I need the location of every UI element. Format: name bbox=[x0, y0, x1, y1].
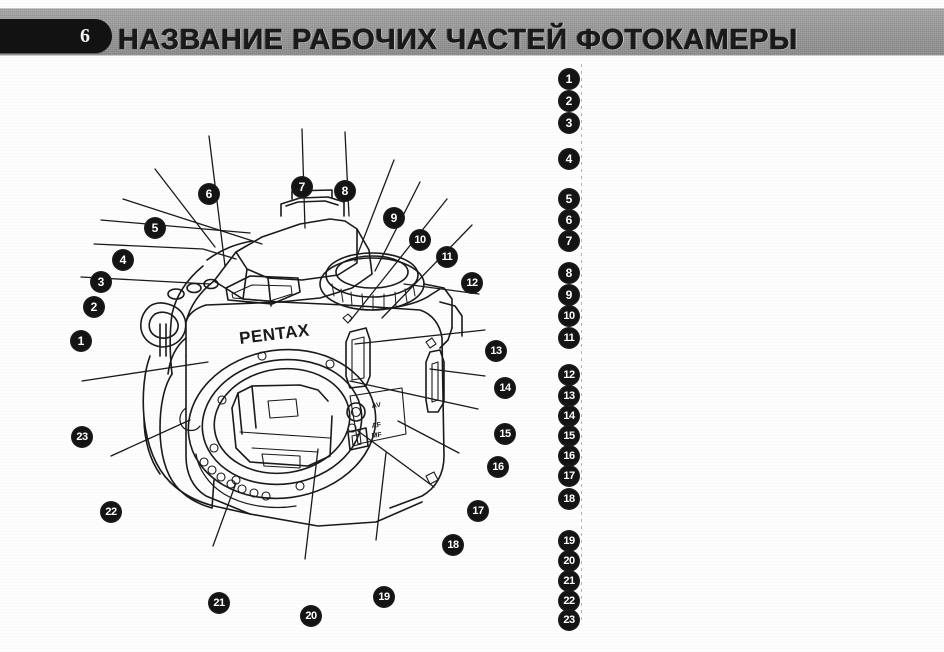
index-item-3: 3 bbox=[558, 112, 580, 134]
callout-marker-13: 13 bbox=[485, 340, 507, 362]
callout-marker-16: 16 bbox=[487, 456, 509, 478]
index-item-1: 1 bbox=[558, 68, 580, 90]
index-item-4: 4 bbox=[558, 148, 580, 170]
callout-marker-12: 12 bbox=[461, 272, 483, 294]
camera-line-drawing: PENTAX AV AF MF bbox=[80, 128, 486, 560]
index-item-15: 15 bbox=[558, 425, 580, 447]
callout-marker-1: 1 bbox=[70, 330, 92, 352]
callout-marker-14: 14 bbox=[494, 377, 516, 399]
index-item-17: 17 bbox=[558, 465, 580, 487]
index-item-16: 16 bbox=[558, 445, 580, 467]
callout-marker-4: 4 bbox=[112, 249, 134, 271]
index-item-13: 13 bbox=[558, 385, 580, 407]
index-item-5: 5 bbox=[558, 188, 580, 210]
index-item-8: 8 bbox=[558, 262, 580, 284]
callout-marker-11: 11 bbox=[436, 246, 458, 268]
callout-marker-20: 20 bbox=[300, 605, 322, 627]
af-label: AF bbox=[371, 422, 382, 430]
leader-lines-right bbox=[349, 283, 486, 488]
callout-marker-19: 19 bbox=[373, 586, 395, 608]
index-item-6: 6 bbox=[558, 209, 580, 231]
index-item-21: 21 bbox=[558, 570, 580, 592]
pentax-brand-wordmark: PENTAX bbox=[238, 320, 311, 347]
index-item-12: 12 bbox=[558, 364, 580, 386]
index-vertical-rule bbox=[581, 64, 582, 620]
index-item-11: 11 bbox=[558, 327, 580, 349]
leader-lines-left bbox=[80, 135, 263, 285]
callout-marker-8: 8 bbox=[334, 180, 356, 202]
index-item-18: 18 bbox=[558, 488, 580, 510]
index-item-2: 2 bbox=[558, 90, 580, 112]
callout-marker-3: 3 bbox=[90, 271, 112, 293]
callout-marker-9: 9 bbox=[383, 207, 405, 229]
page-title: НАЗВАНИЕ РАБОЧИХ ЧАСТЕЙ ФОТОКАМЕРЫ bbox=[118, 24, 798, 56]
page-number: 6 bbox=[80, 25, 90, 47]
index-item-7: 7 bbox=[558, 230, 580, 252]
callout-marker-10: 10 bbox=[409, 229, 431, 251]
callout-marker-5: 5 bbox=[144, 217, 166, 239]
callout-marker-21: 21 bbox=[208, 592, 230, 614]
callout-marker-22: 22 bbox=[100, 501, 122, 523]
callout-marker-18: 18 bbox=[442, 534, 464, 556]
callout-marker-2: 2 bbox=[83, 296, 105, 318]
mf-label: MF bbox=[371, 432, 383, 440]
index-item-23: 23 bbox=[558, 609, 580, 631]
index-item-14: 14 bbox=[558, 405, 580, 427]
callout-marker-6: 6 bbox=[198, 183, 220, 205]
index-item-9: 9 bbox=[558, 284, 580, 306]
index-item-22: 22 bbox=[558, 590, 580, 612]
index-item-19: 19 bbox=[558, 530, 580, 552]
page-number-pill bbox=[0, 19, 112, 53]
callout-marker-7: 7 bbox=[291, 176, 313, 198]
index-item-10: 10 bbox=[558, 305, 580, 327]
callout-marker-17: 17 bbox=[467, 500, 489, 522]
callout-marker-23: 23 bbox=[71, 426, 93, 448]
av-label: AV bbox=[371, 402, 381, 410]
callout-marker-15: 15 bbox=[494, 423, 516, 445]
header-banner: 6 НАЗВАНИЕ РАБОЧИХ ЧАСТЕЙ ФОТОКАМЕРЫ bbox=[0, 8, 944, 56]
index-item-20: 20 bbox=[558, 550, 580, 572]
